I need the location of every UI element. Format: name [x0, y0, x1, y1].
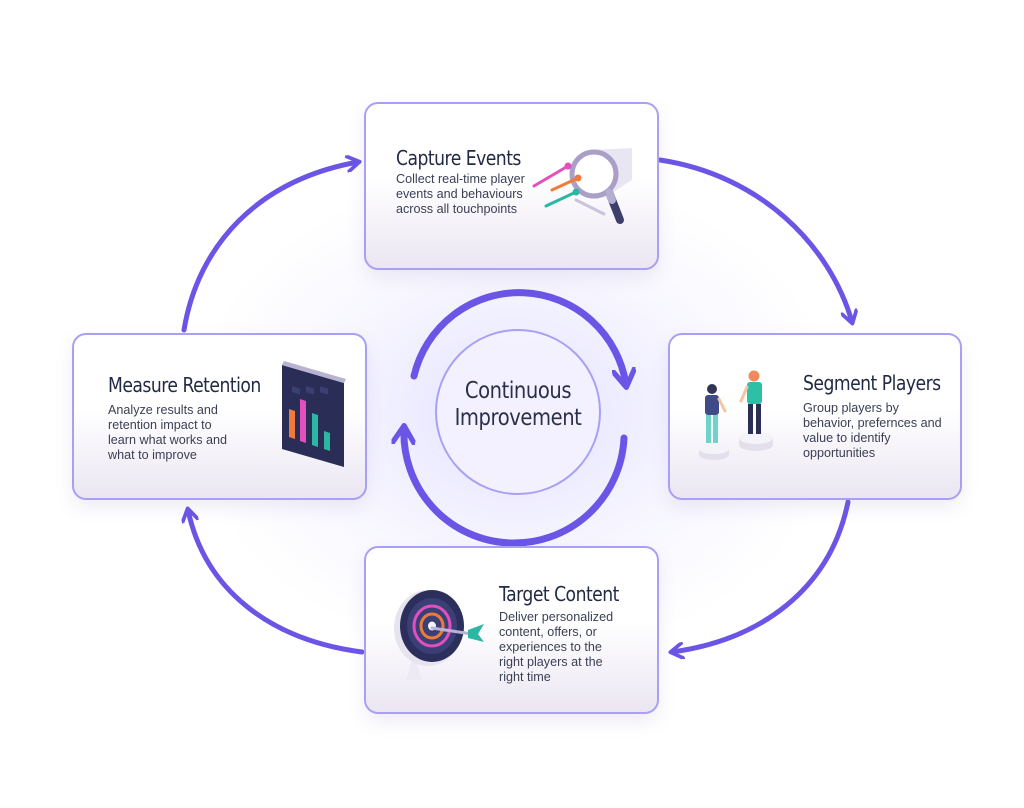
inner-arc-bottom [404, 428, 628, 547]
card-description: Analyze results and retention impact to … [108, 403, 228, 462]
arrow-measure-to-capture [181, 162, 358, 333]
card-description: Deliver personalized content, offers, or… [499, 610, 614, 684]
card-title: Segment Players [803, 371, 941, 395]
arrow-capture-to-segment [657, 157, 852, 322]
card-capture-events: Capture Events Collect real-time player … [364, 102, 659, 270]
center-circle [435, 329, 601, 495]
card-target-content: Target Content Deliver personalized cont… [364, 546, 659, 714]
arrow-segment-to-target [672, 499, 851, 652]
inner-arc-top [410, 289, 626, 385]
card-title: Capture Events [396, 146, 521, 170]
card-measure-retention: Measure Retention Analyze results and re… [72, 333, 367, 500]
card-description: Group players by behavior, prefernces an… [803, 401, 942, 460]
players-icon [699, 370, 773, 460]
target-dart-icon [394, 590, 484, 680]
magnifier-events-icon [532, 148, 632, 224]
center-line-2: Improvement [454, 405, 582, 431]
arrow-target-to-measure [188, 510, 365, 655]
card-segment-players: Segment Players Group players by behavio… [668, 333, 962, 500]
bar-chart-panel-icon [282, 361, 346, 467]
card-title: Measure Retention [108, 373, 261, 397]
card-title: Target Content [499, 582, 619, 606]
center-label: Continuous Improvement [448, 378, 587, 432]
center-line-1: Continuous [464, 378, 572, 404]
card-description: Collect real-time player events and beha… [396, 172, 525, 216]
